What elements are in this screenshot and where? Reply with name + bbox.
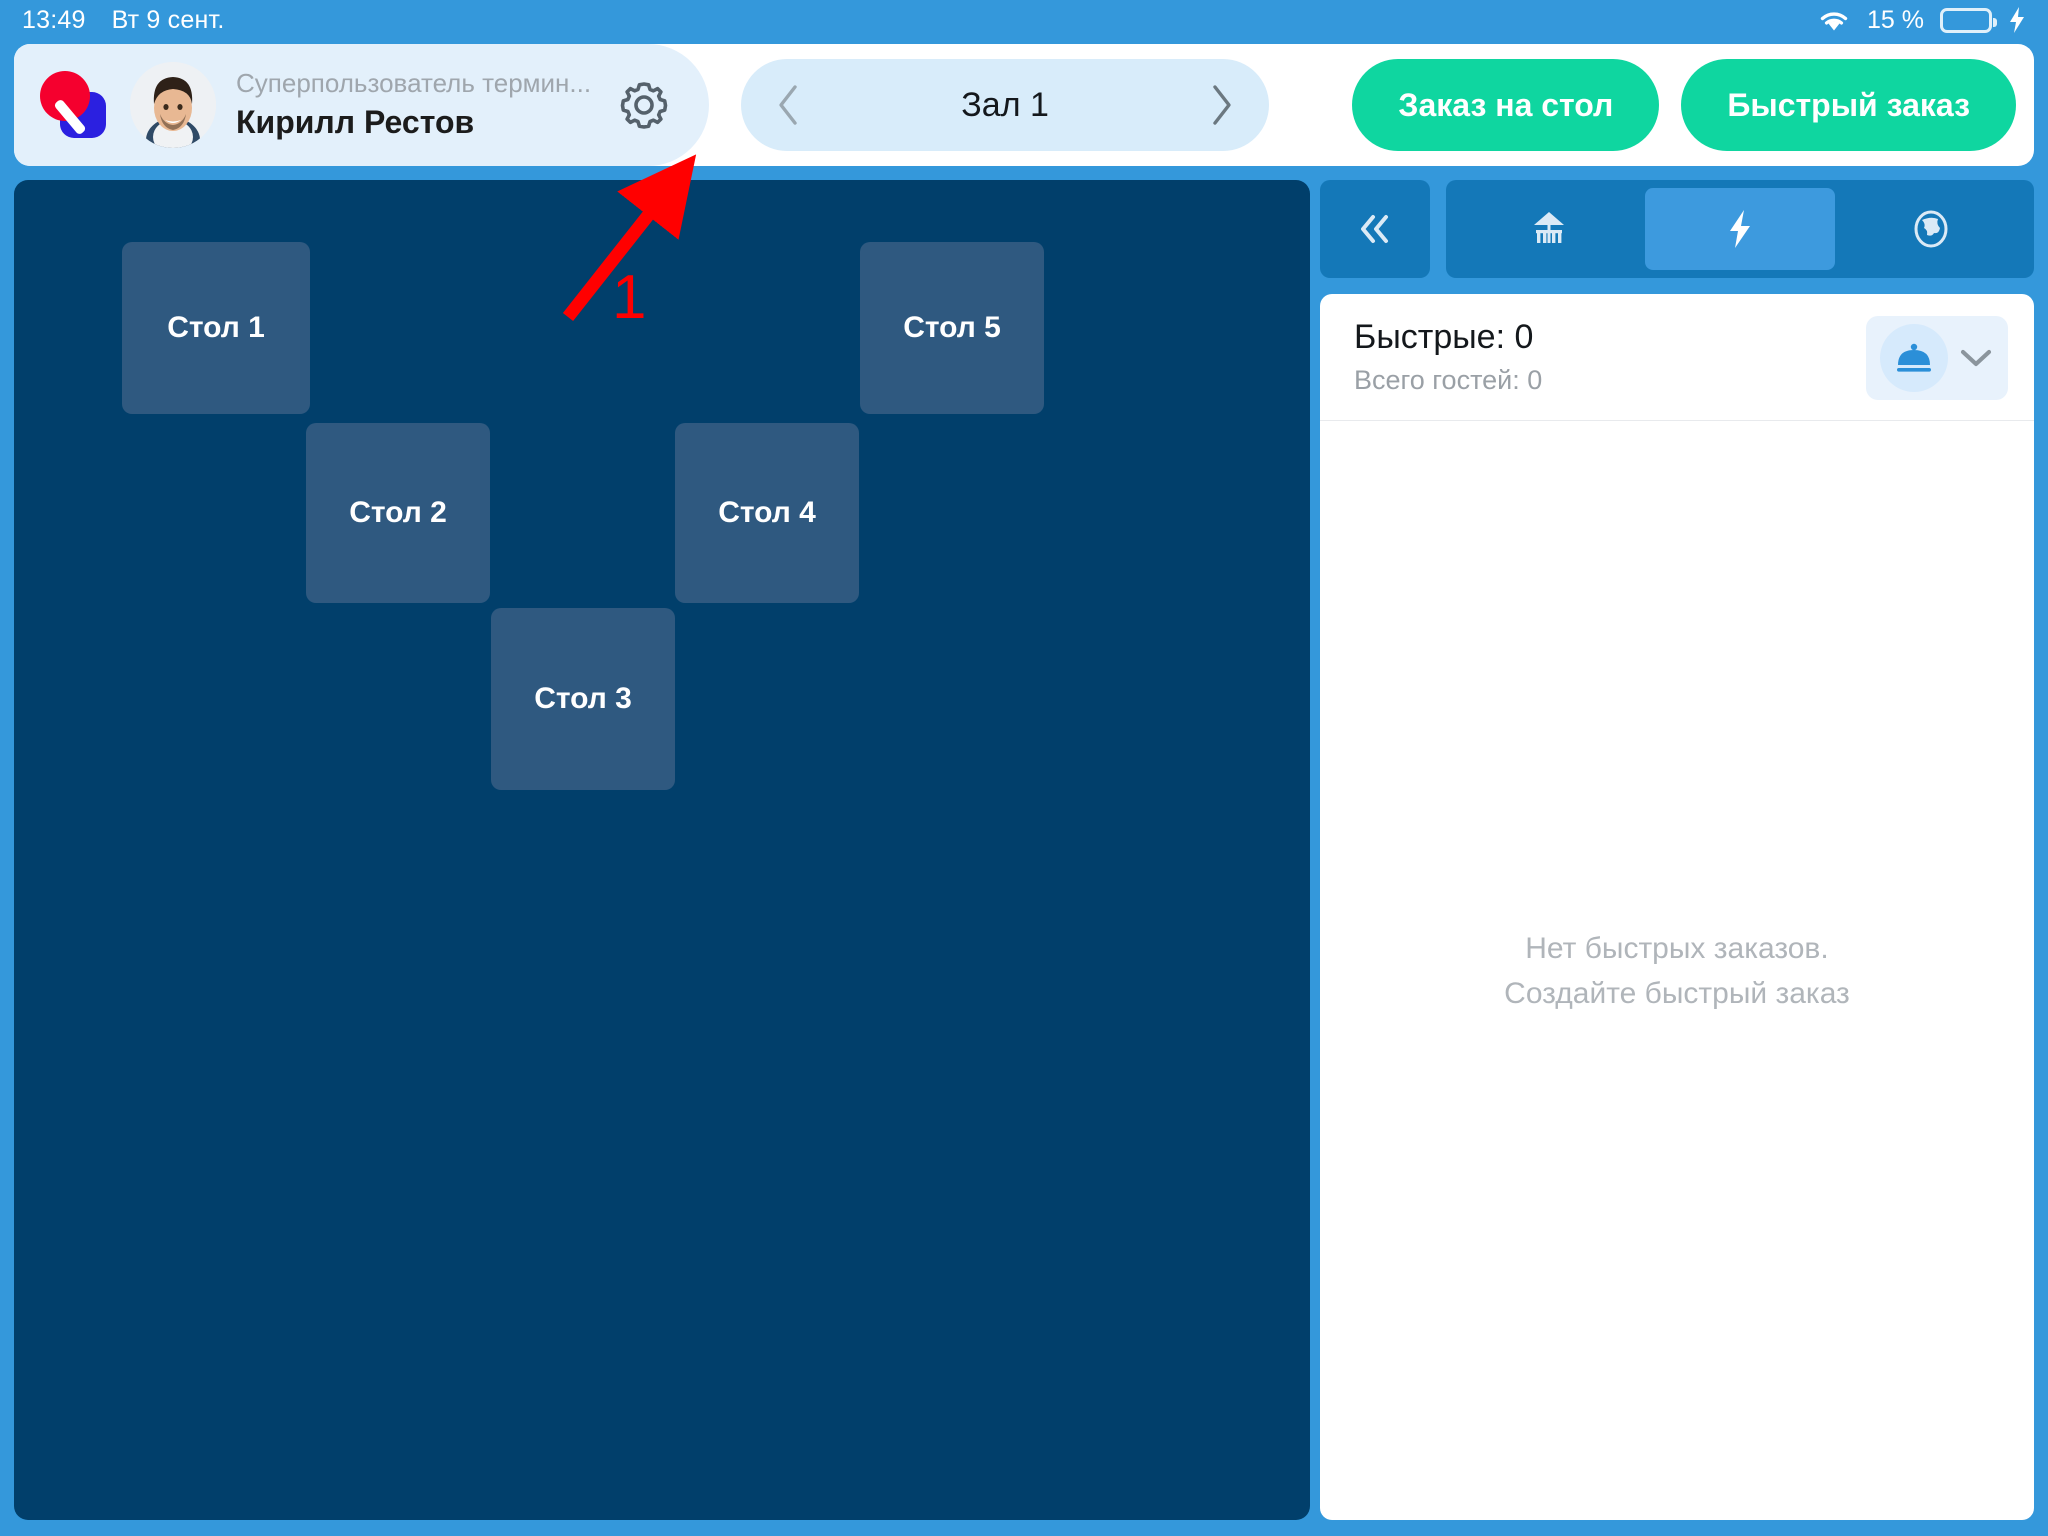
status-bar: 13:49 Вт 9 сент. 15 % [0, 0, 2048, 40]
tab-tables[interactable] [1454, 188, 1645, 270]
quick-order-button[interactable]: Быстрый заказ [1681, 59, 2016, 151]
lightning-bolt-icon [2008, 7, 2026, 33]
chevron-left-icon[interactable] [775, 83, 801, 127]
empty-state-message: Нет быстрых заказов. Создайте быстрый за… [1504, 926, 1850, 1016]
user-info: Суперпользователь термин... Кирилл Ресто… [236, 68, 591, 141]
hall-table[interactable]: Стол 1 [122, 242, 310, 414]
empty-state-line2: Создайте быстрый заказ [1504, 976, 1850, 1010]
status-time: 13:49 [22, 5, 86, 34]
right-panel: Быстрые: 0 Всего гостей: 0 Нет быстрых [1320, 180, 2034, 1520]
status-indicators: 15 % [1817, 6, 2026, 35]
empty-state-line1: Нет быстрых заказов. [1525, 931, 1829, 965]
status-date: Вт 9 сент. [111, 5, 225, 34]
collapse-panel-button[interactable] [1320, 180, 1430, 278]
tab-quick-orders[interactable] [1644, 188, 1836, 270]
hall-name: Зал 1 [961, 85, 1049, 124]
app-header: Суперпользователь термин... Кирилл Ресто… [14, 44, 2034, 166]
header-actions: Заказ на стол Быстрый заказ [1352, 59, 2016, 151]
user-name: Кирилл Рестов [236, 103, 475, 140]
hall-table[interactable]: Стол 4 [675, 423, 859, 603]
chevron-right-icon[interactable] [1209, 83, 1235, 127]
quick-orders-title: Быстрые: 0 [1354, 318, 1534, 356]
hall-selector[interactable]: Зал 1 [741, 59, 1270, 151]
quick-orders-body: Нет быстрых заказов. Создайте быстрый за… [1320, 421, 2034, 1520]
panel-toolbar [1320, 180, 2034, 278]
user-role: Суперпользователь термин... [236, 68, 592, 99]
battery-icon [1940, 7, 1997, 33]
chevron-down-icon[interactable] [1958, 346, 1994, 370]
lightning-bolt-icon [1717, 206, 1763, 252]
hall-table[interactable]: Стол 3 [491, 608, 675, 790]
battery-percent: 15 % [1867, 5, 1924, 34]
serve-orders-button[interactable] [1866, 316, 2008, 400]
double-chevron-left-icon [1353, 209, 1397, 249]
total-guests: Всего гостей: 0 [1354, 364, 1543, 395]
user-block[interactable]: Суперпользователь термин... Кирилл Ресто… [14, 44, 710, 166]
serving-dome-icon [1880, 324, 1948, 392]
user-avatar[interactable] [130, 62, 216, 148]
wifi-icon [1817, 7, 1851, 33]
table-order-button[interactable]: Заказ на стол [1352, 59, 1660, 151]
globe-icon [1908, 206, 1954, 252]
quick-orders-card: Быстрые: 0 Всего гостей: 0 Нет быстрых [1320, 294, 2034, 1520]
app-logo-icon [34, 66, 112, 144]
quick-orders-header: Быстрые: 0 Всего гостей: 0 [1320, 294, 2034, 421]
gear-icon [618, 79, 670, 131]
panel-tabs [1446, 180, 2034, 278]
tables-layout-icon [1526, 206, 1572, 252]
annotation-step-number: 1 [612, 263, 647, 332]
hall-table[interactable]: Стол 5 [860, 242, 1044, 414]
quick-orders-counts: Быстрые: 0 Всего гостей: 0 [1354, 316, 1542, 396]
hall-table[interactable]: Стол 2 [306, 423, 490, 603]
settings-button[interactable] [605, 66, 684, 144]
tab-delivery[interactable] [1835, 188, 2026, 270]
